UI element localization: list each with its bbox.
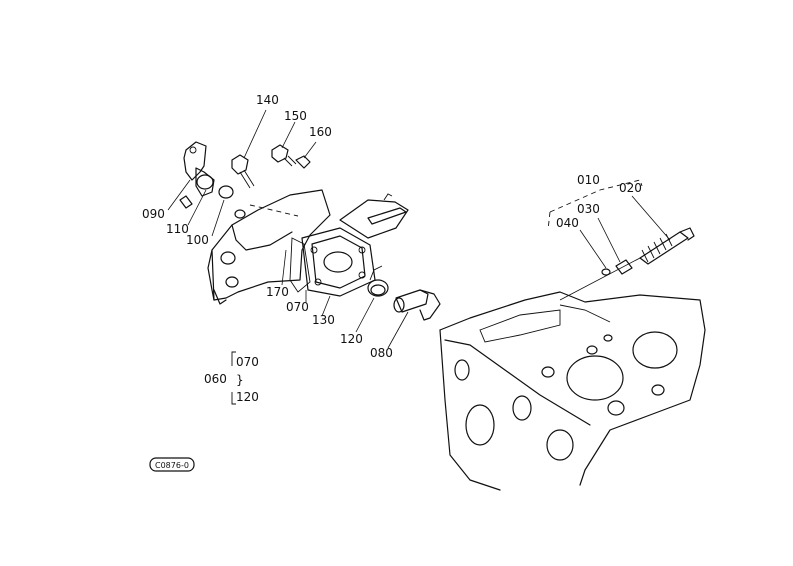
label-110: 110 — [166, 222, 189, 236]
label-130: 130 — [312, 313, 335, 327]
label-100: 100 — [186, 233, 209, 247]
group-060-bracket — [231, 351, 236, 405]
bolt-020 — [639, 231, 689, 265]
spring-120 — [367, 265, 389, 297]
label-060: 060 — [204, 372, 227, 386]
bolt-head — [679, 227, 695, 241]
seal-040 — [601, 268, 611, 276]
governor-housing — [207, 189, 409, 305]
bolts-140-160 — [231, 144, 311, 189]
bolt-140 — [231, 154, 249, 175]
label-160: 160 — [309, 125, 332, 139]
label-170: 170 — [266, 285, 289, 299]
label-140: 140 — [256, 93, 279, 107]
label-150: 150 — [284, 109, 307, 123]
label-030: 030 — [577, 202, 600, 216]
bolt-150 — [271, 144, 289, 163]
label-070: 070 — [286, 300, 309, 314]
part-labels: 140 150 160 090 110 100 170 070 130 120 … — [142, 93, 642, 470]
stamp-code: C0876-0 — [155, 461, 189, 470]
label-090: 090 — [142, 207, 165, 221]
group-060-sep: } — [236, 373, 244, 387]
label-040: 040 — [556, 216, 579, 230]
group-060-from: 070 — [236, 355, 259, 369]
gasket-070 — [289, 237, 311, 293]
drawing-stamp — [149, 457, 195, 472]
bolt-assembly-010 — [547, 179, 695, 301]
pin-110 — [179, 195, 193, 209]
shaft-080 — [393, 289, 441, 321]
label-020: 020 — [619, 181, 642, 195]
lever-090 — [179, 141, 234, 209]
washer-030 — [615, 259, 633, 275]
label-080: 080 — [370, 346, 393, 360]
label-120: 120 — [340, 332, 363, 346]
washer-160 — [295, 155, 311, 169]
leader-lines — [167, 109, 671, 349]
group-060-to: 120 — [236, 390, 259, 404]
bush-100 — [218, 185, 234, 199]
label-010: 010 — [577, 173, 600, 187]
engine-block — [439, 291, 706, 491]
